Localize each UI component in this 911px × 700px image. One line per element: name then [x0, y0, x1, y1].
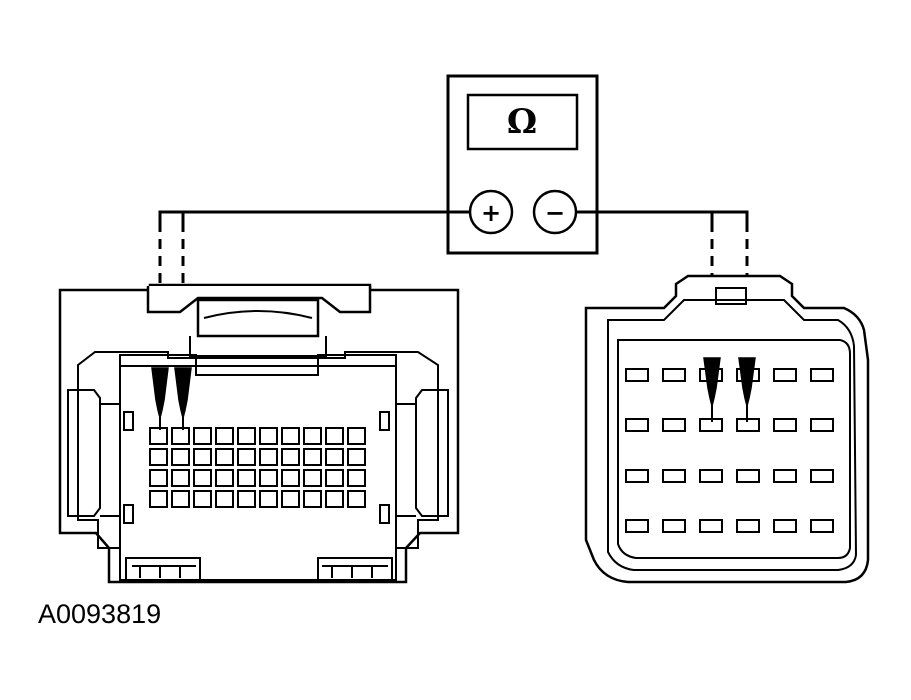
terminal-cavity [281, 469, 300, 487]
terminal-cavity [325, 490, 344, 508]
right-connector-cavity [617, 339, 851, 559]
terminal-cavity [215, 448, 234, 466]
terminal-cavity [347, 469, 366, 487]
terminal-cavity [773, 368, 797, 382]
terminal-cavity [662, 418, 686, 432]
terminal-cavity [347, 490, 366, 508]
terminal-cavity [259, 490, 278, 508]
terminal-cavity [171, 448, 190, 466]
terminal-cavity [325, 469, 344, 487]
left-connector-tab [379, 411, 390, 431]
positive-terminal-label: + [481, 199, 501, 227]
terminal-cavity [662, 519, 686, 533]
meter-display [466, 93, 579, 151]
terminal-cavity [281, 448, 300, 466]
ohm-symbol: Ω [507, 102, 537, 142]
terminal-cavity [625, 368, 649, 382]
terminal-cavity [773, 519, 797, 533]
terminal-cavity [347, 448, 366, 466]
right-connector-key [715, 287, 747, 305]
left-connector-latch-detail [203, 310, 313, 319]
terminal-cavity [810, 519, 834, 533]
terminal-cavity [773, 469, 797, 483]
terminal-cavity [259, 448, 278, 466]
left-connector-latch-base [189, 336, 327, 357]
terminal-cavity [215, 427, 234, 445]
right-connector [584, 274, 870, 584]
terminal-cavity [193, 448, 212, 466]
terminal-cavity [171, 490, 190, 508]
terminal-cavity [149, 448, 168, 466]
negative-lead-branch [712, 210, 749, 222]
terminal-cavity [699, 469, 723, 483]
terminal-cavity [303, 469, 322, 487]
terminal-cavity [215, 469, 234, 487]
terminal-cavity [149, 427, 168, 445]
terminal-cavity [237, 469, 256, 487]
terminal-cavity [325, 448, 344, 466]
terminal-cavity [810, 368, 834, 382]
terminal-cavity [736, 469, 760, 483]
negative-terminal-label: − [545, 199, 565, 227]
left-connector-tab [123, 504, 134, 524]
left-probes [151, 367, 192, 430]
terminal-cavity [736, 519, 760, 533]
terminal-cavity [259, 469, 278, 487]
left-connector-top-notch [119, 354, 397, 376]
left-connector-bottom-lock-right [317, 557, 393, 580]
terminal-cavity [259, 427, 278, 445]
terminal-cavity [193, 427, 212, 445]
right-connector-inner-outline [607, 299, 858, 571]
terminal-cavity [149, 490, 168, 508]
terminal-cavity [281, 490, 300, 508]
terminal-cavity [662, 469, 686, 483]
terminal-cavity [625, 519, 649, 533]
positive-lead-wire [158, 210, 470, 222]
left-connector-pin-grid [149, 427, 366, 508]
left-connector-tab [379, 504, 390, 524]
terminal-cavity [237, 490, 256, 508]
terminal-cavity [625, 418, 649, 432]
terminal-cavity [215, 490, 234, 508]
terminal-cavity [303, 490, 322, 508]
left-connector-right-rail [415, 389, 449, 517]
left-connector-latch-housing [146, 286, 372, 314]
terminal-cavity [662, 368, 686, 382]
terminal-cavity [237, 448, 256, 466]
ohmmeter: Ω + − [446, 74, 599, 255]
figure-id: A0093819 [38, 599, 161, 629]
terminal-cavity [171, 469, 190, 487]
left-connector-bottom-lock-left [125, 557, 201, 580]
terminal-cavity [810, 469, 834, 483]
terminal-cavity [281, 427, 300, 445]
terminal-cavity [325, 427, 344, 445]
terminal-cavity [625, 469, 649, 483]
terminal-cavity [171, 427, 190, 445]
terminal-cavity [699, 519, 723, 533]
left-connector-left-rail [67, 389, 101, 517]
terminal-cavity [810, 418, 834, 432]
right-probes [703, 357, 756, 422]
terminal-cavity [193, 490, 212, 508]
terminal-cavity [303, 448, 322, 466]
terminal-cavity [237, 427, 256, 445]
terminal-cavity [347, 427, 366, 445]
terminal-cavity [149, 469, 168, 487]
terminal-cavity [303, 427, 322, 445]
terminal-cavity [773, 418, 797, 432]
left-connector-latch [196, 298, 320, 338]
left-connector-tab [123, 411, 134, 431]
terminal-cavity [193, 469, 212, 487]
left-connector [58, 283, 460, 584]
